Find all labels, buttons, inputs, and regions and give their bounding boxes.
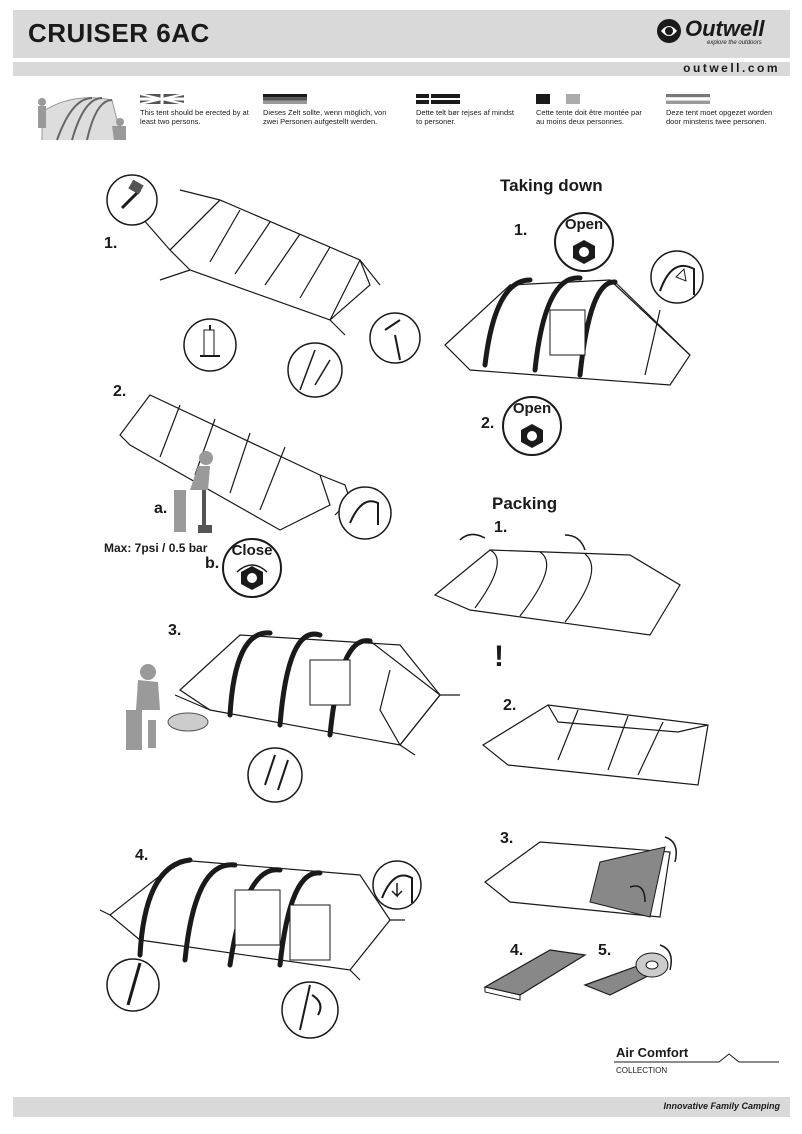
logo-icon xyxy=(657,19,681,43)
close-valve-circle: Close xyxy=(222,538,282,598)
max-pressure-text: Max: 7psi / 0.5 bar xyxy=(104,541,208,555)
open-valve-circle-1: Open xyxy=(554,212,614,272)
setup-step-4-illustration xyxy=(99,857,405,1039)
setup-step-3-illustration xyxy=(174,630,460,803)
collection-wave-icon xyxy=(614,1053,779,1063)
brand-tagline: explore the outdoors xyxy=(707,40,762,46)
person-pumping-icon xyxy=(174,451,213,533)
footer-tagline: Innovative Family Camping xyxy=(663,1101,780,1111)
danish-flag-icon xyxy=(416,94,460,104)
lang-block-da: Dette telt bør rejses af mindst to perso… xyxy=(416,94,516,126)
lang-text-da: Dette telt bør rejses af mindst to perso… xyxy=(416,108,514,126)
lang-block-de: Dieses Zelt sollte, wenn möglich, von zw… xyxy=(263,94,398,126)
lang-text-nl: Deze tent moet opgezet worden door minst… xyxy=(666,108,773,126)
setup-step-1-illustration xyxy=(106,174,421,398)
setup-step-3-label: 3. xyxy=(168,622,182,639)
lang-text-de: Dieses Zelt sollte, wenn möglich, von zw… xyxy=(263,108,387,126)
packing-step-5-illustration xyxy=(583,944,672,996)
sub-bar xyxy=(13,62,790,76)
dutch-flag-icon xyxy=(665,94,711,104)
setup-step-2a-label: a. xyxy=(154,500,168,517)
packing-step-2-label: 2. xyxy=(503,697,517,714)
open-label-2: Open xyxy=(512,400,552,417)
person-pumping-tube-icon xyxy=(126,664,209,750)
taking-down-title: Taking down xyxy=(500,176,603,195)
door-zoom-icon-2 xyxy=(650,250,704,304)
packing-step-4-illustration xyxy=(483,949,587,1001)
lang-text-en: This tent should be erected by at least … xyxy=(140,108,249,126)
uk-flag-icon xyxy=(139,93,185,105)
door-zoom-icon xyxy=(372,860,422,910)
setup-step-1-label: 1. xyxy=(104,235,118,252)
valve-close-icon xyxy=(236,564,268,590)
collection-name: Air Comfort xyxy=(616,1045,689,1060)
open-label-1: Open xyxy=(564,216,604,233)
packing-step-3-label: 3. xyxy=(500,830,514,847)
lang-text-fr: Cette tente doit être montée par au moin… xyxy=(536,108,642,126)
german-flag-icon xyxy=(263,94,307,104)
lang-block-nl: Deze tent moet opgezet worden door minst… xyxy=(665,94,781,126)
packing-warning-icon: ! xyxy=(494,640,504,673)
taking-down-step-2-label: 2. xyxy=(481,415,495,432)
brand-name: Outwell xyxy=(685,16,765,41)
two-persons-tent-icon xyxy=(38,97,126,141)
website-url[interactable]: outwell.com xyxy=(683,61,780,75)
setup-step-2b-label: b. xyxy=(205,555,220,572)
setup-step-2-label: 2. xyxy=(113,383,127,400)
french-flag-icon xyxy=(536,94,580,104)
brand-logo: Outwell explore the outdoors xyxy=(655,14,785,48)
collection-label: COLLECTION xyxy=(616,1066,668,1075)
valve-open-icon xyxy=(573,240,595,264)
packing-step-3-illustration xyxy=(484,836,677,918)
valve-open-icon-2 xyxy=(521,424,543,448)
setup-step-4-label: 4. xyxy=(135,847,149,864)
lang-block-en: This tent should be erected by at least … xyxy=(139,93,260,126)
packing-step-4-label: 4. xyxy=(510,942,524,959)
packing-step-2-illustration xyxy=(481,704,709,786)
packing-step-5-label: 5. xyxy=(598,942,612,959)
footer-bar xyxy=(13,1097,790,1117)
packing-step-1-illustration xyxy=(433,533,681,636)
taking-down-tent-illustration xyxy=(444,275,691,386)
packing-step-1-label: 1. xyxy=(494,519,508,536)
setup-step-2-illustration xyxy=(119,394,392,540)
lang-block-fr: Cette tente doit être montée par au moin… xyxy=(536,94,648,126)
taking-down-step-1-label: 1. xyxy=(514,222,528,239)
open-valve-circle-2: Open xyxy=(502,396,562,456)
product-title: CRUISER 6AC xyxy=(28,18,210,48)
packing-title: Packing xyxy=(492,494,558,513)
close-label: Close xyxy=(231,542,273,559)
